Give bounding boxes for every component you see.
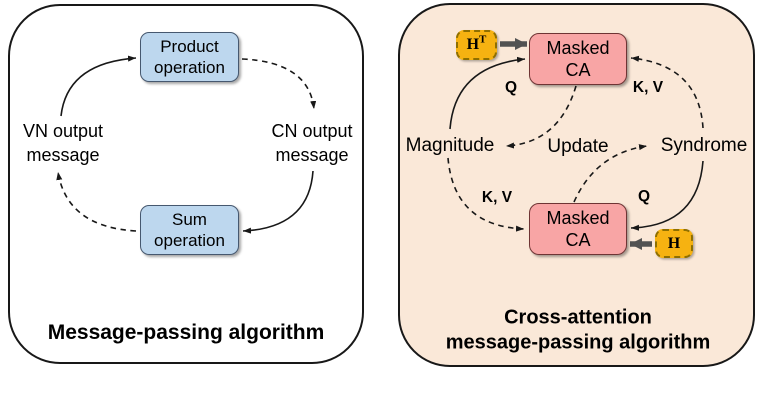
q-bottom-label: Q [637,188,651,205]
vn-output-message-label: VN output message [22,121,104,165]
h-matrix-label: H [667,234,681,252]
sum-operation-node: Sum operation [140,205,239,255]
masked-ca-top-label: Masked CA [546,38,610,80]
h-matrix-node: H [655,229,693,258]
arrow-top-ca-to-magnitude [505,85,577,149]
arrow-product-to-cn [241,58,317,110]
ht-matrix-label: HT [466,33,487,53]
masked-ca-top-node: Masked CA [529,33,627,85]
arrow-sum-to-vn [56,171,137,232]
arrow-magnitude-to-bottom-ca [447,157,525,232]
arrow-syndrome-to-top-ca [630,55,704,129]
q-top-label: Q [504,79,518,96]
arrow-syndrome-to-bottom-ca [630,160,704,231]
product-operation-node: Product operation [140,32,239,82]
masked-ca-bottom-label: Masked CA [546,208,610,250]
arrow-magnitude-to-top-ca [449,56,526,130]
sum-operation-label: Sum operation [154,210,225,250]
update-label: Update [547,136,609,157]
arrow-bottom-ca-to-syndrome [573,144,648,203]
kv-top-label: K, V [632,79,664,96]
left-panel-title: Message-passing algorithm [47,321,325,344]
right-panel-title-line2: message-passing algorithm [445,331,711,354]
kv-bottom-label: K, V [481,189,513,206]
magnitude-label: Magnitude [405,135,495,156]
cn-output-message-label: CN output message [271,121,353,165]
arrow-vn-to-product [60,55,137,117]
right-panel-title-line1: Cross-attention [504,306,652,329]
masked-ca-bottom-node: Masked CA [529,203,627,255]
ht-matrix-node: HT [456,30,497,60]
arrow-cn-to-sum [242,170,314,234]
product-operation-label: Product operation [154,37,225,77]
syndrome-label: Syndrome [660,135,748,156]
